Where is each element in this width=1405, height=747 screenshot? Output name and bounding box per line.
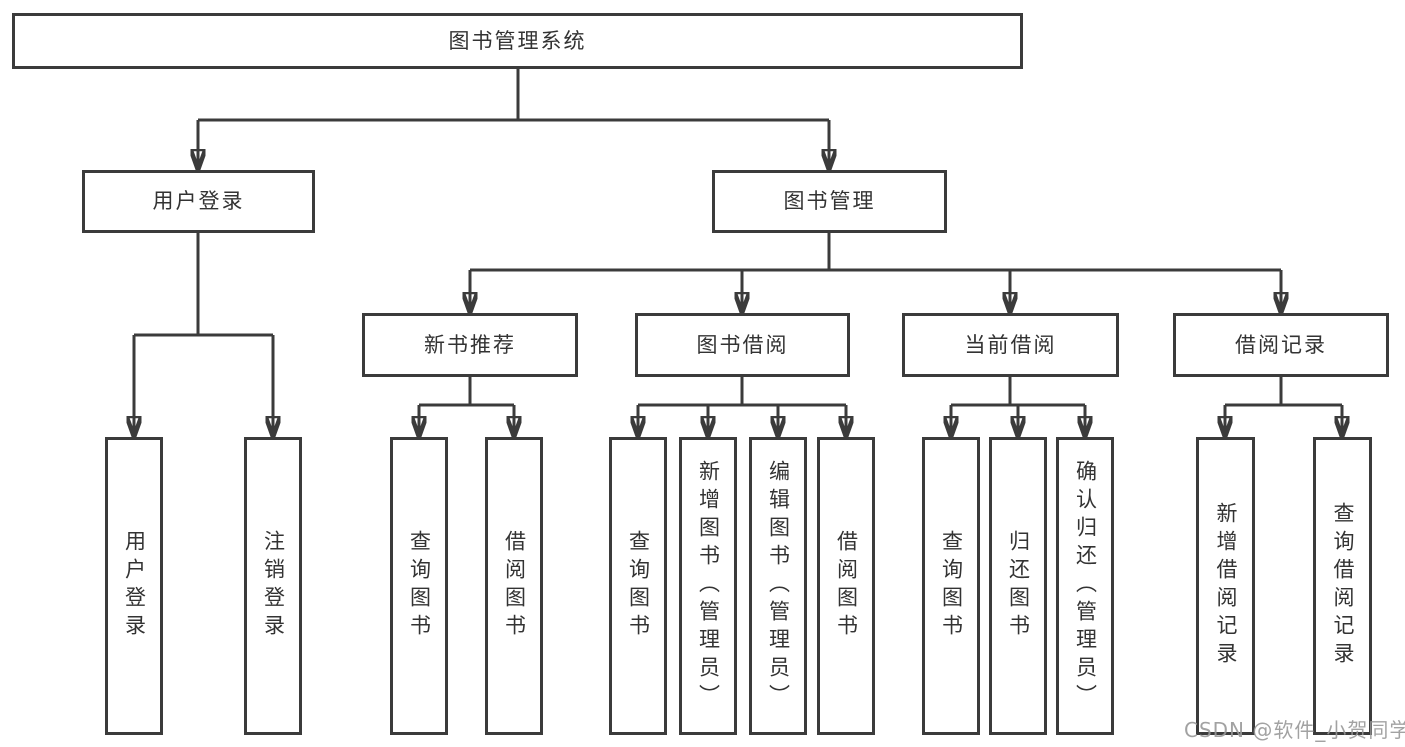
node-label: 新书推荐	[424, 332, 516, 357]
node-label: 查询图书	[407, 530, 432, 642]
leaf-query-books-borrowing: 查询图书	[609, 437, 667, 735]
node-label: 编辑图书（管理员）	[766, 460, 791, 712]
leaf-borrow-books: 借阅图书	[817, 437, 875, 735]
node-new-book-recommend: 新书推荐	[362, 313, 578, 377]
node-current-borrowing: 当前借阅	[902, 313, 1119, 377]
node-label: 查询借阅记录	[1331, 502, 1355, 670]
node-borrow-records: 借阅记录	[1173, 313, 1389, 377]
leaf-add-books-admin: 新增图书（管理员）	[679, 437, 737, 735]
node-book-management: 图书管理	[712, 170, 947, 233]
node-label: 归还图书	[1006, 530, 1031, 642]
leaf-logout: 注销登录	[244, 437, 302, 735]
node-label: 图书借阅	[696, 332, 789, 357]
node-label: 查询图书	[626, 530, 651, 642]
node-book-borrowing: 图书借阅	[635, 313, 850, 377]
node-label: 新增图书（管理员）	[696, 460, 721, 712]
leaf-return-books: 归还图书	[989, 437, 1047, 735]
node-label: 注销登录	[261, 530, 286, 642]
node-label: 新增借阅记录	[1214, 502, 1238, 670]
leaf-edit-books-admin: 编辑图书（管理员）	[749, 437, 807, 735]
csdn-watermark: CSDN @软件_小贺同学	[1184, 718, 1405, 742]
node-label: 用户登录	[122, 530, 147, 642]
leaf-borrow-books-recommend: 借阅图书	[485, 437, 543, 735]
node-user-login: 用户登录	[82, 170, 315, 233]
node-label: 图书管理系统	[448, 28, 587, 53]
node-label: 图书管理	[783, 189, 876, 213]
leaf-user-login: 用户登录	[105, 437, 163, 735]
leaf-query-books-current: 查询图书	[922, 437, 980, 735]
node-label: 借阅图书	[834, 530, 859, 642]
leaf-query-books-recommend: 查询图书	[390, 437, 448, 735]
node-label: 借阅记录	[1235, 332, 1327, 357]
leaf-add-borrow-record: 新增借阅记录	[1196, 437, 1255, 735]
leaf-confirm-return-admin: 确认归还（管理员）	[1056, 437, 1114, 735]
node-library-management-system: 图书管理系统	[12, 13, 1023, 69]
node-label: 确认归还（管理员）	[1073, 460, 1098, 712]
leaf-query-borrow-record: 查询借阅记录	[1313, 437, 1372, 735]
node-label: 查询图书	[939, 530, 964, 642]
node-label: 用户登录	[152, 189, 245, 213]
node-label: 当前借阅	[964, 332, 1057, 357]
node-label: 借阅图书	[502, 530, 527, 642]
